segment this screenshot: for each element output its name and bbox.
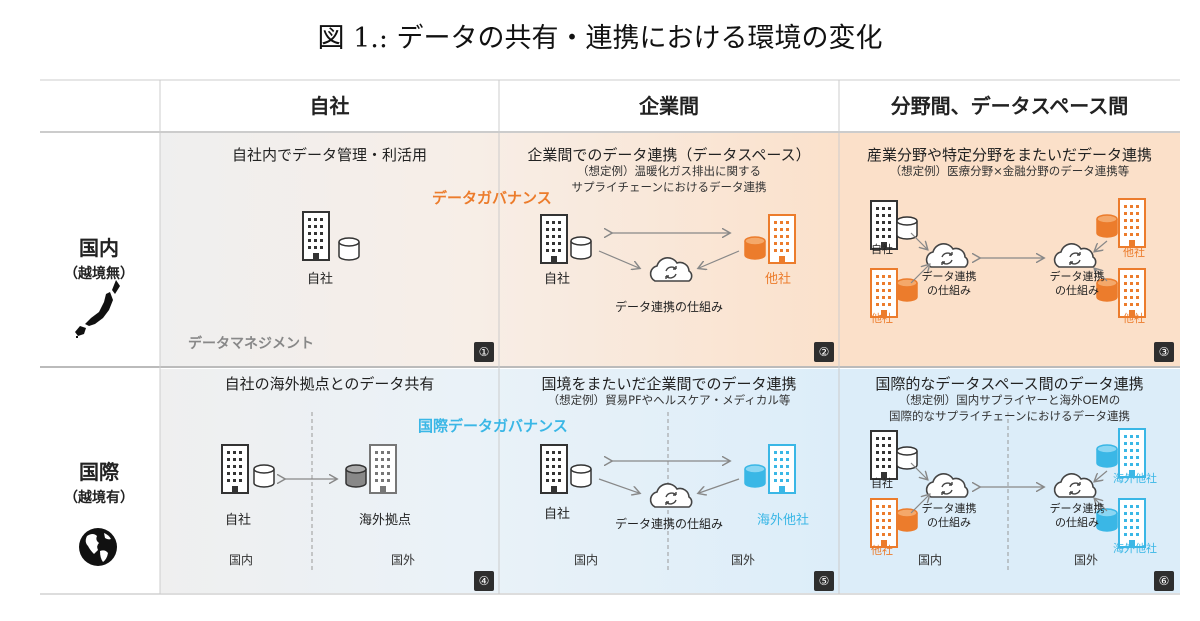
data-governance-label: データガバナンス bbox=[432, 189, 552, 207]
cell4-diagram bbox=[221, 444, 397, 494]
cell2-example-line1: （想定例）温暖化ガス排出に関する bbox=[577, 164, 761, 178]
cell6-example-line1: （想定例）国内サプライヤーと海外OEMの bbox=[898, 393, 1121, 407]
cell3-own-company-label: 自社 bbox=[871, 243, 893, 256]
globe-icon bbox=[79, 528, 117, 566]
cell6-domestic-label: 国内 bbox=[918, 553, 943, 567]
cell6-title: 国際的なデータスペース間のデータ連携 bbox=[875, 375, 1144, 393]
column-header-inter-company: 企業間 bbox=[639, 94, 699, 118]
cell5-own-company-label: 自社 bbox=[543, 507, 570, 522]
cell4-overseas-branch-label: 海外拠点 bbox=[358, 513, 411, 528]
column-header-inter-sector: 分野間、データスペース間 bbox=[890, 94, 1129, 118]
cell6-example-line2: 国際的なサプライチェーンにおけるデータ連携 bbox=[889, 409, 1130, 423]
row-label-domestic: 国内 bbox=[79, 236, 119, 260]
cell5-example-line1: （想定例）貿易PFやヘルスケア・メディカル等 bbox=[547, 393, 791, 407]
cell6-own-company-label: 自社 bbox=[871, 477, 893, 490]
cell6-number-badge: ⑥ bbox=[1154, 571, 1174, 591]
cell4-own-company-label: 自社 bbox=[224, 513, 251, 528]
cell2-diagram bbox=[540, 214, 796, 282]
cell2-number-badge: ② bbox=[814, 342, 834, 362]
cell1-title: 自社内でデータ管理・利活用 bbox=[231, 146, 427, 164]
cell5-diagram bbox=[540, 444, 796, 508]
cell1-own-company-label: 自社 bbox=[306, 272, 333, 287]
own-company-building-icon bbox=[302, 211, 360, 261]
cell4-number-badge: ④ bbox=[474, 571, 494, 591]
cell6-overseas-company-label-1: 海外他社 bbox=[1113, 472, 1157, 485]
row-header-domestic: 国内 （越境無） bbox=[40, 232, 158, 283]
cell5-mechanism-label: データ連携の仕組み bbox=[614, 517, 723, 531]
cell3-number-badge: ③ bbox=[1154, 342, 1174, 362]
row-header-international: 国際 （越境有） bbox=[40, 456, 158, 507]
column-header-own-company: 自社 bbox=[309, 94, 350, 118]
cell3-mechanism-label-1b: の仕組み bbox=[927, 284, 971, 297]
cell4-title: 自社の海外拠点とのデータ共有 bbox=[224, 375, 435, 393]
cell3-mechanism-label-2b: の仕組み bbox=[1055, 284, 1099, 297]
cell2-other-company-label: 他社 bbox=[764, 272, 791, 287]
row-label-international: 国際 bbox=[79, 460, 119, 484]
cell5-domestic-label: 国内 bbox=[574, 553, 599, 567]
row-sublabel-domestic: （越境無） bbox=[64, 266, 134, 282]
cell3-example-line1: （想定例）医療分野×金融分野のデータ連携等 bbox=[889, 164, 1130, 178]
row-sublabel-international: （越境有） bbox=[64, 490, 134, 506]
cell6-other-company-label: 他社 bbox=[871, 544, 893, 557]
cell5-number-badge: ⑤ bbox=[814, 571, 834, 591]
cell2-example-line2: サプライチェーンにおけるデータ連携 bbox=[571, 180, 767, 194]
cell3-diagram bbox=[870, 198, 1146, 318]
cell6-mechanism-label-2b: の仕組み bbox=[1055, 516, 1099, 529]
cell5-overseas-label: 国外 bbox=[731, 553, 756, 567]
cell3-other-company-label-1: 他社 bbox=[871, 312, 893, 325]
cell6-mechanism-label-1a: データ連携 bbox=[921, 502, 977, 515]
cell1-number-badge: ① bbox=[474, 342, 494, 362]
cell3-mechanism-label-2a: データ連携 bbox=[1049, 270, 1105, 283]
cell6-diagram bbox=[870, 428, 1146, 548]
data-management-label: データマネジメント bbox=[188, 336, 314, 352]
cell2-mechanism-label: データ連携の仕組み bbox=[614, 300, 723, 314]
figure-title: 図 1.: データの共有・連携における環境の変化 bbox=[317, 23, 883, 54]
cell5-title: 国境をまたいだ企業間でのデータ連携 bbox=[541, 375, 797, 393]
cell3-mechanism-label-1a: データ連携 bbox=[921, 270, 977, 283]
cell4-domestic-label: 国内 bbox=[229, 553, 254, 567]
cell2-title: 企業間でのデータ連携（データスペース） bbox=[527, 146, 811, 164]
cell2-own-company-label: 自社 bbox=[543, 272, 570, 287]
cell6-mechanism-label-2a: データ連携 bbox=[1049, 502, 1105, 515]
japan-map-icon bbox=[75, 280, 120, 338]
cell6-overseas-label: 国外 bbox=[1074, 553, 1099, 567]
cell4-overseas-label: 国外 bbox=[391, 553, 416, 567]
international-data-governance-label: 国際データガバナンス bbox=[418, 417, 568, 435]
cell6-overseas-company-label-2: 海外他社 bbox=[1113, 542, 1157, 555]
cell3-title: 産業分野や特定分野をまたいだデータ連携 bbox=[866, 146, 1152, 164]
cell3-other-company-label-2: 他社 bbox=[1123, 246, 1145, 259]
cell5-overseas-company-label: 海外他社 bbox=[756, 513, 809, 528]
cell3-other-company-label-3: 他社 bbox=[1123, 312, 1145, 325]
cell6-mechanism-label-1b: の仕組み bbox=[927, 516, 971, 529]
